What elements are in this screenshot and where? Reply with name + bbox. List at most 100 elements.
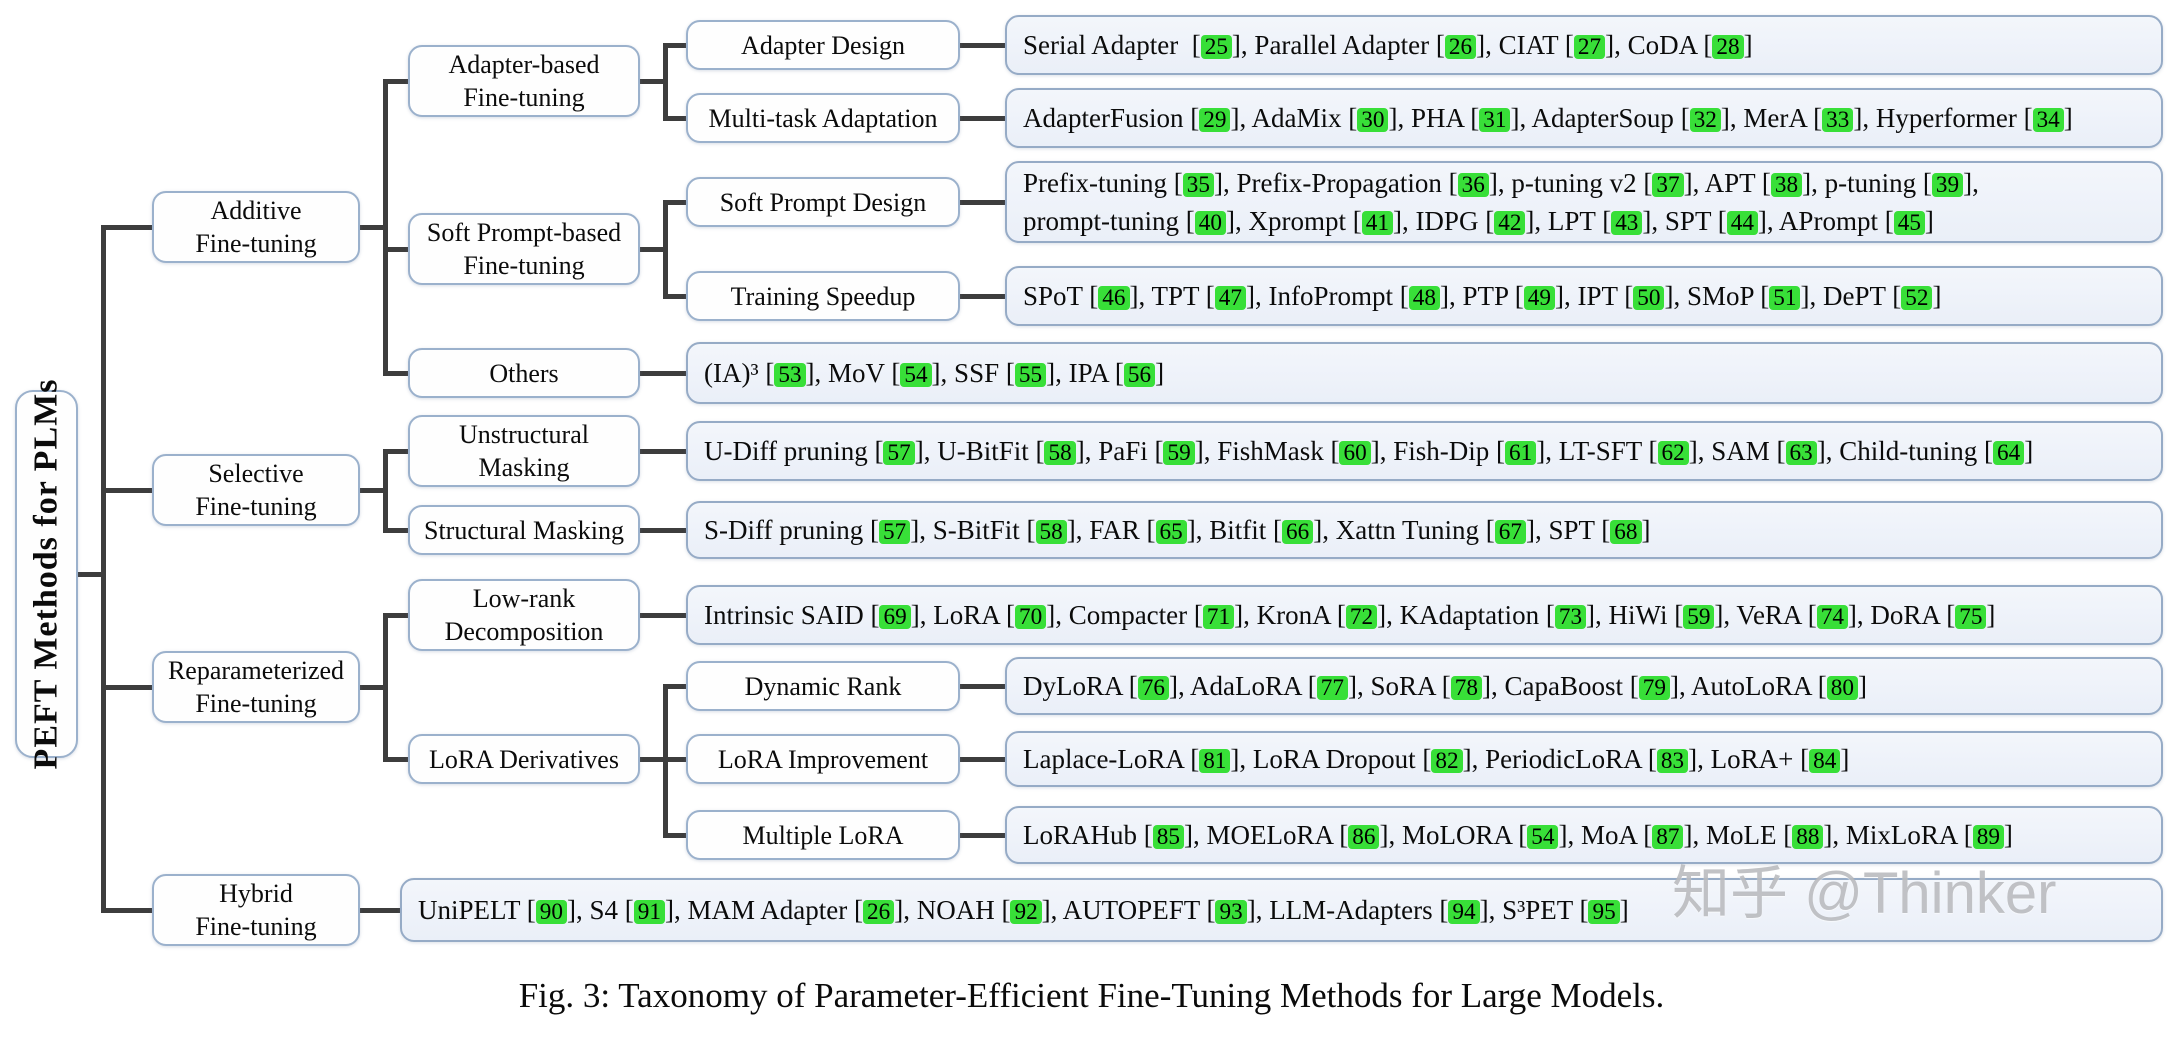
leaf-others: (IA)³ [53], MoV [54], SSF [55], IPA [56] bbox=[686, 342, 2163, 404]
tree-node-training_speedup: Training Speedup bbox=[686, 271, 960, 321]
citation-link[interactable]: 74 bbox=[1816, 605, 1848, 629]
citation-link[interactable]: 29 bbox=[1199, 108, 1231, 132]
citation-link[interactable]: 87 bbox=[1652, 825, 1684, 849]
citation-link[interactable]: 31 bbox=[1479, 108, 1511, 132]
citation-link[interactable]: 32 bbox=[1689, 108, 1721, 132]
citation-link[interactable]: 65 bbox=[1155, 520, 1187, 544]
citation-link[interactable]: 58 bbox=[1044, 441, 1076, 465]
citation-link[interactable]: 26 bbox=[862, 900, 895, 924]
citation-link[interactable]: 77 bbox=[1316, 676, 1348, 700]
citation-link[interactable]: 62 bbox=[1657, 441, 1689, 465]
leaf-unstructural: U-Diff pruning [57], U-BitFit [58], PaFi… bbox=[686, 421, 2163, 481]
citation-link[interactable]: 66 bbox=[1282, 520, 1314, 544]
citation-link[interactable]: 81 bbox=[1199, 749, 1231, 773]
citation-link[interactable]: 54 bbox=[1527, 825, 1559, 849]
citation-link[interactable]: 71 bbox=[1202, 605, 1235, 629]
citation-link[interactable]: 27 bbox=[1573, 35, 1606, 59]
citation-link[interactable]: 38 bbox=[1770, 173, 1803, 197]
connector-line bbox=[360, 487, 388, 493]
citation-link[interactable]: 59 bbox=[1163, 441, 1195, 465]
citation-link[interactable]: 26 bbox=[1444, 35, 1477, 59]
citation-link[interactable]: 60 bbox=[1339, 441, 1371, 465]
tree-node-structural: Structural Masking bbox=[408, 505, 640, 555]
citation-link[interactable]: 91 bbox=[633, 900, 665, 924]
citation-link[interactable]: 56 bbox=[1123, 363, 1156, 387]
citation-link[interactable]: 63 bbox=[1785, 441, 1817, 465]
citation-link[interactable]: 78 bbox=[1450, 676, 1482, 700]
citation-link[interactable]: 67 bbox=[1494, 520, 1526, 544]
citation-link[interactable]: 89 bbox=[1972, 825, 2004, 849]
citation-link[interactable]: 30 bbox=[1357, 108, 1389, 132]
connector-line bbox=[640, 246, 668, 252]
citation-link[interactable]: 57 bbox=[879, 520, 911, 544]
citation-link[interactable]: 72 bbox=[1345, 605, 1378, 629]
leaf-text: Serial Adapter [25], Parallel Adapter [2… bbox=[1023, 30, 1753, 60]
citation-link[interactable]: 84 bbox=[1809, 749, 1841, 773]
citation-link[interactable]: 46 bbox=[1098, 286, 1130, 310]
leaf-multiple_lora: LoRAHub [85], MOELoRA [86], MoLORA [54],… bbox=[1005, 806, 2163, 864]
citation-link[interactable]: 61 bbox=[1504, 441, 1537, 465]
leaf-text: DyLoRA [76], AdaLoRA [77], SoRA [78], Ca… bbox=[1023, 671, 1867, 701]
citation-link[interactable]: 93 bbox=[1215, 900, 1247, 924]
citation-link[interactable]: 37 bbox=[1652, 173, 1684, 197]
citation-link[interactable]: 35 bbox=[1182, 173, 1214, 197]
citation-link[interactable]: 86 bbox=[1348, 825, 1380, 849]
citation-link[interactable]: 82 bbox=[1431, 749, 1463, 773]
citation-link[interactable]: 80 bbox=[1826, 676, 1858, 700]
citation-link[interactable]: 95 bbox=[1588, 900, 1620, 924]
citation-link[interactable]: 52 bbox=[1901, 286, 1933, 310]
connector-line bbox=[360, 224, 388, 230]
citation-link[interactable]: 40 bbox=[1194, 211, 1226, 235]
citation-link[interactable]: 33 bbox=[1822, 108, 1854, 132]
citation-link[interactable]: 50 bbox=[1633, 286, 1665, 310]
citation-link[interactable]: 41 bbox=[1361, 211, 1393, 235]
citation-link[interactable]: 90 bbox=[535, 900, 567, 924]
citation-link[interactable]: 36 bbox=[1457, 173, 1489, 197]
citation-link[interactable]: 47 bbox=[1214, 286, 1247, 310]
citation-link[interactable]: 45 bbox=[1893, 211, 1925, 235]
citation-link[interactable]: 57 bbox=[883, 441, 915, 465]
tree-node-lora_improve: LoRA Improvement bbox=[686, 734, 960, 784]
citation-link[interactable]: 42 bbox=[1494, 211, 1526, 235]
connector-line bbox=[360, 684, 388, 690]
citation-link[interactable]: 49 bbox=[1523, 286, 1555, 310]
citation-link[interactable]: 68 bbox=[1610, 520, 1642, 544]
connector-line bbox=[960, 42, 1005, 48]
citation-link[interactable]: 34 bbox=[2032, 108, 2064, 132]
connector-line bbox=[385, 612, 408, 618]
citation-link[interactable]: 54 bbox=[900, 363, 932, 387]
citation-link[interactable]: 73 bbox=[1554, 605, 1587, 629]
citation-link[interactable]: 43 bbox=[1611, 211, 1643, 235]
citation-link[interactable]: 25 bbox=[1200, 35, 1232, 59]
connector-line bbox=[103, 684, 152, 690]
connector-line bbox=[640, 612, 686, 618]
citation-link[interactable]: 28 bbox=[1712, 35, 1744, 59]
citation-link[interactable]: 58 bbox=[1035, 520, 1067, 544]
citation-link[interactable]: 83 bbox=[1656, 749, 1689, 773]
citation-link[interactable]: 51 bbox=[1769, 286, 1801, 310]
citation-link[interactable]: 94 bbox=[1448, 900, 1480, 924]
citation-link[interactable]: 44 bbox=[1726, 211, 1758, 235]
connector-line bbox=[640, 756, 668, 762]
citation-link[interactable]: 75 bbox=[1955, 605, 1987, 629]
citation-link[interactable]: 48 bbox=[1408, 286, 1440, 310]
citation-link[interactable]: 88 bbox=[1792, 825, 1824, 849]
leaf-text: SPoT [46], TPT [47], InfoPrompt [48], PT… bbox=[1023, 281, 1942, 311]
citation-link[interactable]: 69 bbox=[879, 605, 911, 629]
citation-link[interactable]: 64 bbox=[1993, 441, 2025, 465]
connector-line bbox=[665, 683, 686, 689]
root-node: PEFT Methods for PLMs bbox=[15, 379, 78, 769]
citation-link[interactable]: 76 bbox=[1137, 676, 1169, 700]
citation-link[interactable]: 79 bbox=[1638, 676, 1670, 700]
citation-link[interactable]: 85 bbox=[1152, 825, 1184, 849]
citation-link[interactable]: 39 bbox=[1931, 173, 1964, 197]
connector-line bbox=[665, 293, 686, 299]
citation-link[interactable]: 59 bbox=[1683, 605, 1715, 629]
citation-link[interactable]: 53 bbox=[774, 363, 806, 387]
leaf-text: Prefix-tuning [35], Prefix-Propagation [… bbox=[1023, 168, 1979, 236]
connector-line bbox=[665, 115, 686, 121]
citation-link[interactable]: 92 bbox=[1010, 900, 1042, 924]
citation-link[interactable]: 70 bbox=[1014, 605, 1047, 629]
citation-link[interactable]: 55 bbox=[1014, 363, 1047, 387]
